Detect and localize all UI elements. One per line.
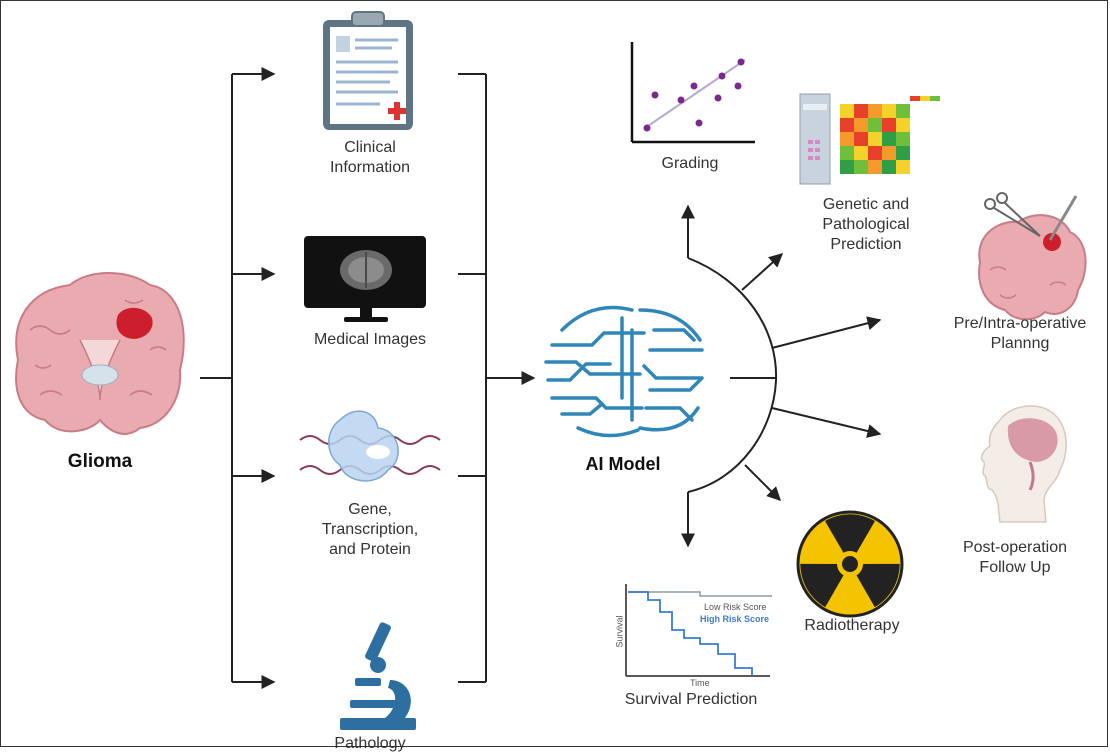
head-profile-icon — [980, 405, 1067, 523]
survival-xlabel: Time — [690, 678, 710, 688]
surgery-brain-icon — [978, 192, 1087, 321]
glioma-brain-icon — [15, 272, 185, 435]
clinical-info-label: Clinical Information — [329, 139, 411, 176]
survival-legend-high: High Risk Score — [700, 614, 770, 624]
genetic-prediction-label: Genetic and Pathological Prediction — [822, 196, 910, 253]
followup-label: Post-operation Follow Up — [962, 539, 1068, 576]
planning-label: Pre/Intra-operative Plannng — [953, 315, 1087, 352]
survival-plot — [625, 584, 772, 677]
heatmap-icon — [799, 93, 940, 185]
survival-legend-low: Low Risk Score — [704, 602, 767, 612]
survival-ylabel: Survival — [614, 615, 625, 648]
input-bracket — [200, 67, 276, 689]
ai-model-label: AI Model — [585, 454, 661, 474]
grading-plot — [630, 42, 755, 144]
output-arc — [681, 204, 882, 548]
medical-images-label: Medical Images — [313, 331, 427, 348]
survival-label: Survival Prediction — [624, 691, 758, 708]
grading-label: Grading — [661, 155, 719, 172]
radiotherapy-label: Radiotherapy — [804, 617, 900, 634]
monitor-icon — [304, 236, 426, 322]
radiation-icon — [796, 510, 904, 618]
merge-bracket — [458, 73, 536, 683]
microscope-icon — [340, 622, 416, 730]
glioma-label: Glioma — [67, 451, 133, 472]
pathology-label: Pathology — [334, 735, 406, 752]
clipboard-icon — [323, 11, 413, 130]
protein-icon — [299, 410, 441, 482]
ai-brain-icon — [544, 305, 704, 438]
gene-label: Gene, Transcription, and Protein — [321, 501, 419, 558]
